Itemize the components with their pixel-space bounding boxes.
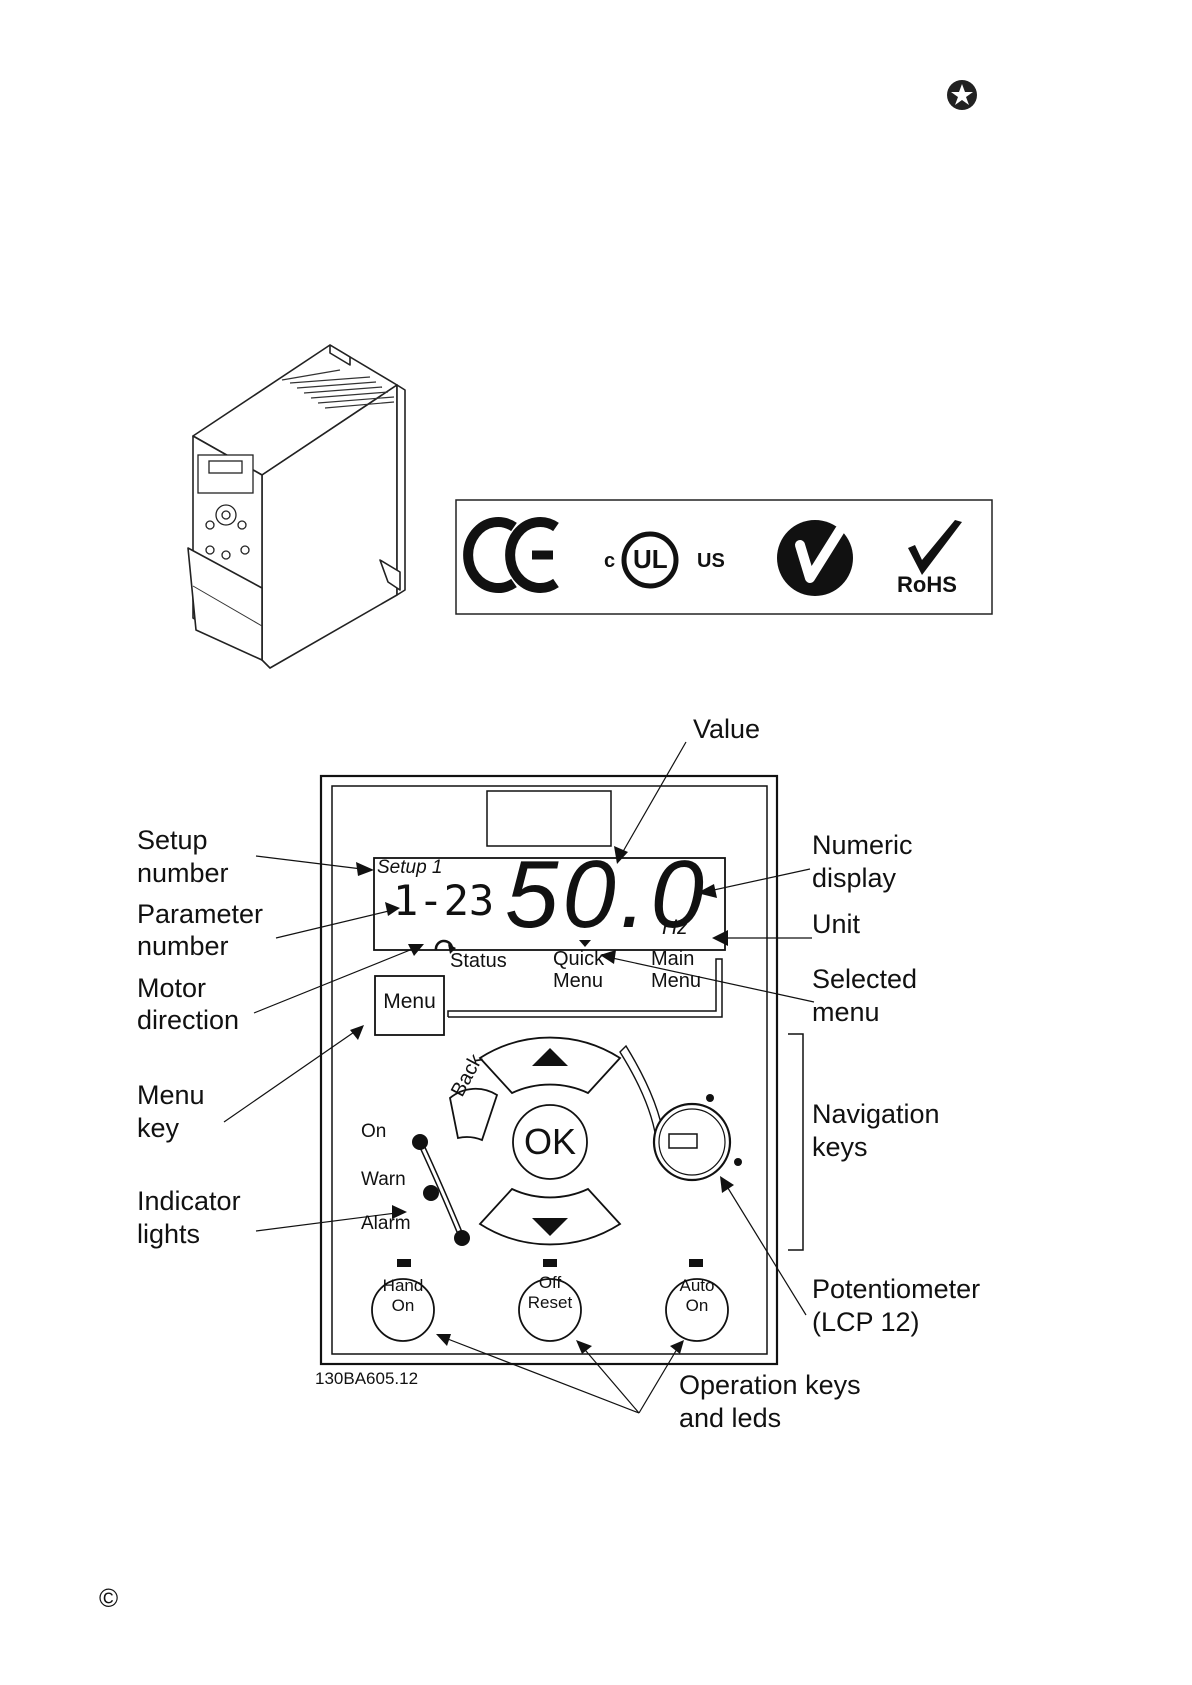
- setup-number-text: Setup 1: [377, 857, 443, 878]
- label-navigation-keys-2: keys: [812, 1132, 868, 1162]
- off-reset-button-2[interactable]: Reset: [527, 1293, 573, 1312]
- down-key-shape: [478, 1187, 622, 1246]
- ul-c-text: c: [604, 550, 616, 572]
- ul-mark-text: UL: [633, 544, 668, 574]
- figure-id: 130BA605.12: [315, 1369, 419, 1388]
- arrow-down-icon: [532, 1218, 568, 1236]
- main-menu-label-1: Main: [651, 948, 695, 970]
- label-unit: Unit: [812, 909, 861, 939]
- label-numeric-display-1: Numeric: [812, 830, 913, 860]
- label-parameter-number-1: Parameter: [137, 899, 264, 929]
- arrow-up-icon: [532, 1048, 568, 1066]
- hand-on-button-1[interactable]: Hand: [382, 1276, 424, 1295]
- ce-mark-icon: [463, 517, 559, 593]
- rohs-text: RoHS: [897, 572, 957, 597]
- menu-button[interactable]: Menu: [383, 990, 436, 1013]
- label-menu-key-1: Menu: [137, 1080, 205, 1110]
- label-selected-menu-2: menu: [812, 997, 880, 1027]
- off-reset-button-1[interactable]: Off: [538, 1273, 562, 1292]
- main-menu-label-2: Menu: [651, 970, 702, 992]
- checkmark-icon: [908, 520, 962, 575]
- label-potentiometer-2: (LCP 12): [812, 1307, 920, 1337]
- label-value: Value: [693, 714, 761, 744]
- label-numeric-display-2: display: [812, 863, 897, 893]
- auto-on-button-1[interactable]: Auto: [679, 1276, 715, 1295]
- label-operation-keys-1: Operation keys: [679, 1370, 861, 1400]
- quick-menu-label-1: Quick: [553, 948, 605, 970]
- auto-on-button-2[interactable]: On: [685, 1296, 709, 1315]
- label-motor-direction-1: Motor: [137, 973, 207, 1003]
- quick-menu-label-2: Menu: [553, 970, 604, 992]
- led-alarm-label: Alarm: [361, 1213, 411, 1234]
- status-menu-label: Status: [450, 950, 507, 972]
- ul-mark-icon: [621, 531, 679, 589]
- label-operation-keys-2: and leds: [679, 1403, 782, 1433]
- label-indicator-lights-1: Indicator: [137, 1186, 241, 1216]
- label-menu-key-2: key: [137, 1113, 180, 1143]
- motor-direction-icon: [434, 939, 454, 951]
- label-setup-number-1: Setup: [137, 825, 208, 855]
- label-parameter-number-2: number: [137, 931, 229, 961]
- parameter-number-text: 1-23: [393, 876, 495, 925]
- label-selected-menu-1: Selected: [812, 964, 918, 994]
- ok-button[interactable]: OK: [523, 1121, 576, 1162]
- numeric-value-text: 50.0: [505, 841, 708, 948]
- label-setup-number-2: number: [137, 858, 229, 888]
- label-motor-direction-2: direction: [137, 1005, 240, 1035]
- back-key-shape: [449, 1087, 499, 1142]
- label-potentiometer-1: Potentiometer: [812, 1274, 981, 1304]
- label-navigation-keys-1: Navigation: [812, 1099, 940, 1129]
- led-warn-label: Warn: [361, 1169, 406, 1190]
- ul-us-text: US: [697, 550, 725, 572]
- label-indicator-lights-2: lights: [137, 1219, 201, 1249]
- led-on-label: On: [361, 1121, 387, 1142]
- copyright-symbol: ©: [99, 1583, 119, 1613]
- unit-text: Hz: [662, 916, 688, 939]
- hand-on-button-2[interactable]: On: [391, 1296, 415, 1315]
- c-tick-icon: [777, 520, 853, 596]
